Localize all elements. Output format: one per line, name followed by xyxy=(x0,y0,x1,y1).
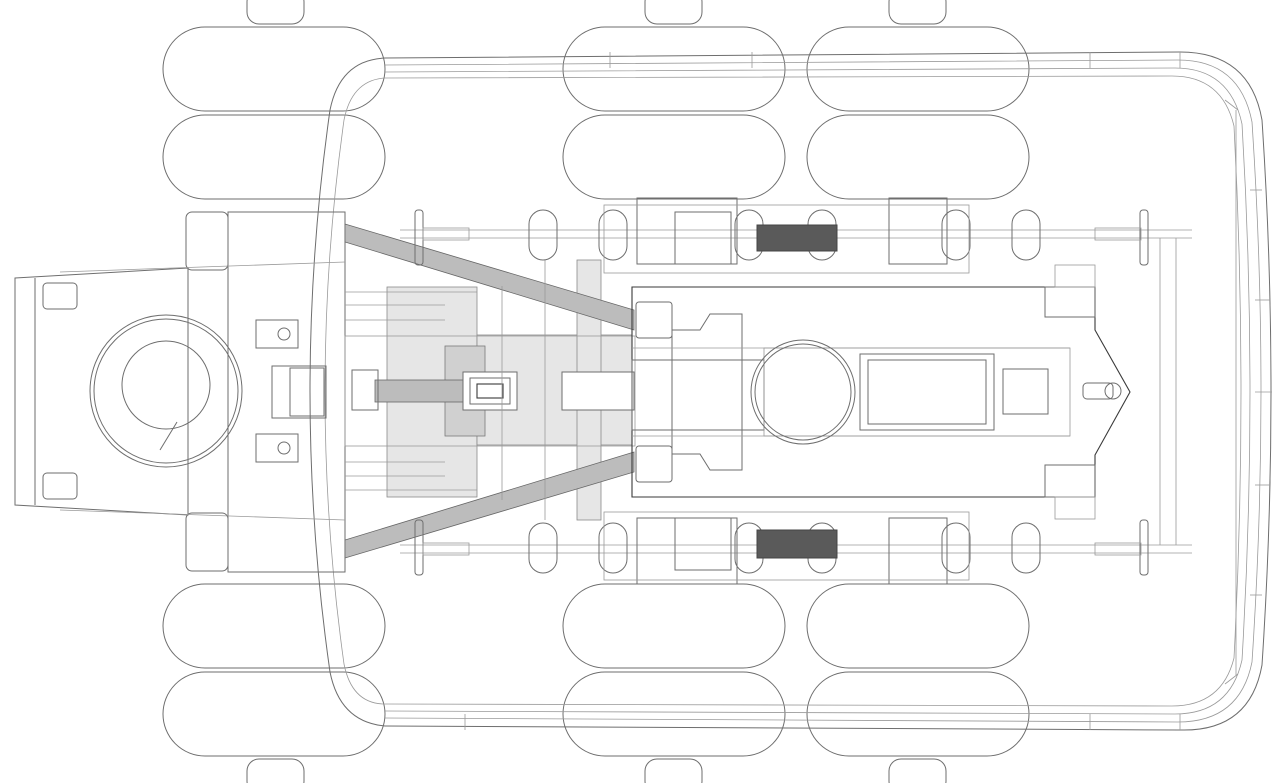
front-bumper xyxy=(1224,99,1272,685)
hood-hatch-outer xyxy=(750,339,856,445)
suspension-box xyxy=(888,517,948,585)
axle-assembly xyxy=(400,197,1192,585)
rear-cab-outline xyxy=(14,267,189,516)
suspension-frame xyxy=(603,511,970,581)
tire-rear-right-outer xyxy=(162,671,386,757)
cylinder xyxy=(528,209,558,261)
bolt xyxy=(277,327,291,341)
hub-top-3 xyxy=(888,0,947,25)
tire-rear-left-outer xyxy=(162,26,386,112)
wheel-group xyxy=(162,0,1030,783)
cylinder xyxy=(528,522,558,574)
tire-mid-right-inner xyxy=(562,583,786,669)
boom-collar xyxy=(351,369,379,411)
suspension-box xyxy=(674,211,732,265)
tire-front-right-inner xyxy=(806,583,1030,669)
body-outline xyxy=(309,51,1272,731)
boom-slot xyxy=(561,371,635,411)
turret-pointer xyxy=(159,421,178,451)
hood-side-rail-bottom xyxy=(1054,496,1096,520)
end-block xyxy=(422,542,470,556)
hood-side-panel-top xyxy=(1044,286,1096,318)
hood-vent xyxy=(1002,368,1049,415)
rear-cab-top-block xyxy=(185,211,229,271)
bumper-line xyxy=(1224,99,1239,111)
turret-ring-outer xyxy=(89,314,243,468)
body-inner-line-2 xyxy=(384,67,1251,715)
dark-block-bottom xyxy=(756,529,838,559)
rear-cab-window-top xyxy=(42,282,78,310)
hub-top-1 xyxy=(246,0,305,25)
turret-hatch xyxy=(121,340,211,430)
hub-bottom-2 xyxy=(644,758,703,783)
hood-grille-outer xyxy=(859,353,995,431)
hood-inner-panel xyxy=(631,359,765,431)
boom-head-mid xyxy=(469,377,511,405)
suspension-box xyxy=(636,517,738,585)
suspension-box xyxy=(674,517,732,571)
hood-side-panel-bottom xyxy=(1044,464,1096,498)
cylinder xyxy=(1011,522,1041,574)
suspension-box xyxy=(636,197,738,265)
tire-mid-left-inner xyxy=(562,114,786,200)
dark-block-top xyxy=(756,224,838,252)
tire-front-left-inner xyxy=(806,114,1030,200)
cylinder xyxy=(1011,209,1041,261)
axle-end-top-right xyxy=(1139,209,1149,266)
hub-top-2 xyxy=(644,0,703,25)
bumper-line xyxy=(1224,673,1239,685)
mount-bracket-top xyxy=(255,319,299,349)
end-block xyxy=(1094,542,1142,556)
front-pin xyxy=(1082,382,1114,400)
mount-bracket-bottom xyxy=(255,433,299,463)
tire-mid-left-outer xyxy=(562,26,786,112)
boom-head-inner xyxy=(476,383,504,399)
rear-cab-bottom-block xyxy=(185,512,229,572)
mount-plate-inner xyxy=(289,367,325,417)
cylinder xyxy=(941,209,971,261)
rear-cab-rail xyxy=(59,509,346,521)
cylinder xyxy=(941,522,971,574)
boom-outline-box xyxy=(344,335,636,447)
suspension-box xyxy=(888,197,948,265)
body-inner-line-3 xyxy=(384,75,1242,707)
hood-inner-shape xyxy=(671,313,743,471)
tire-rear-left-inner xyxy=(162,114,386,200)
bolt xyxy=(277,441,291,455)
rear-cab-rail xyxy=(59,261,346,273)
hood-hatch-inner xyxy=(754,343,852,441)
tire-front-right-outer xyxy=(806,671,1030,757)
front-hood xyxy=(631,264,1131,520)
tire-mid-right-outer xyxy=(562,671,786,757)
hub-bottom-3 xyxy=(888,758,947,783)
end-block xyxy=(1094,227,1142,241)
boom-arm xyxy=(374,379,466,403)
hood-side-rail-top xyxy=(1054,264,1096,288)
cylinder xyxy=(598,209,628,261)
hood-bracket-bottom xyxy=(635,445,673,483)
hub-bottom-1 xyxy=(246,758,305,783)
rear-cab xyxy=(14,211,346,573)
mount-plate xyxy=(271,365,327,419)
rear-cab-window-bottom xyxy=(42,472,78,500)
central-boom xyxy=(344,223,636,559)
front-pin-head xyxy=(1104,382,1122,400)
rear-canopy-arc xyxy=(309,57,386,727)
hood-bracket-top xyxy=(635,301,673,339)
strut-upper xyxy=(344,223,635,331)
rear-canopy-arc-inner xyxy=(324,77,386,705)
strut-lower xyxy=(344,451,635,559)
end-block xyxy=(422,227,470,241)
axle-end-bottom-right xyxy=(1139,519,1149,576)
hood-grille-inner xyxy=(867,359,987,425)
tire-rear-right-inner xyxy=(162,583,386,669)
hood-deck xyxy=(763,347,1071,437)
turret-ring-inner xyxy=(93,318,239,464)
cylinder xyxy=(598,522,628,574)
suspension-frame xyxy=(603,204,970,274)
